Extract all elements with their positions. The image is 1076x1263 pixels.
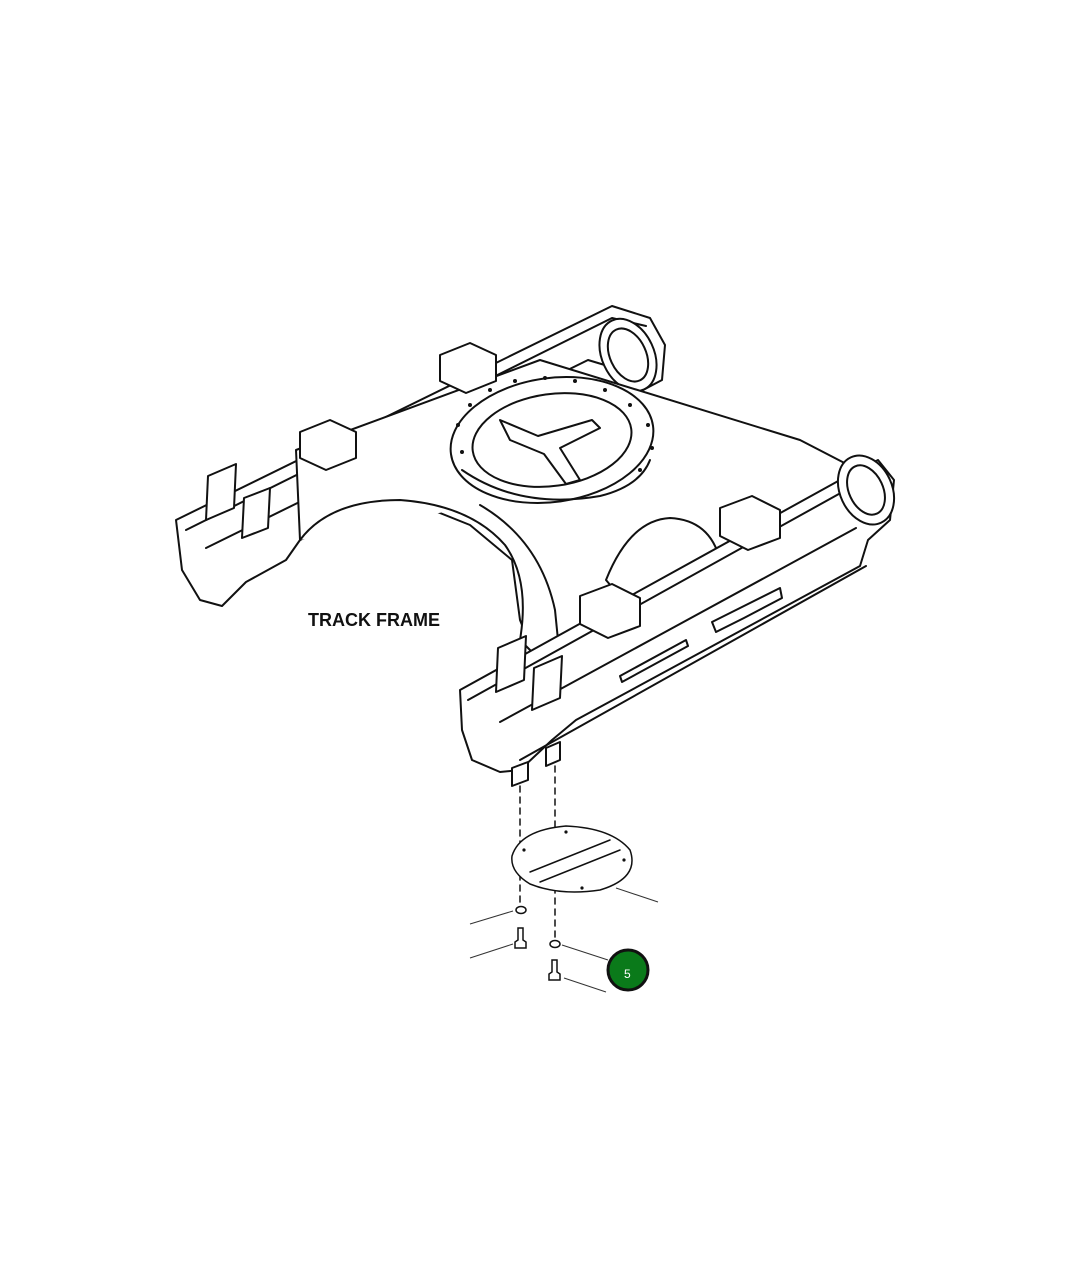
leader-cover-plate (615, 887, 659, 903)
cover-plate (511, 825, 633, 893)
left-idler-ring-inner (606, 327, 650, 383)
bolt-left (514, 927, 527, 949)
swing-bearing-inner (471, 392, 633, 488)
leader-lines (469, 887, 659, 993)
left-arch-cutout (299, 499, 561, 661)
washer-left (515, 905, 527, 915)
leader-washer-left (469, 910, 514, 925)
cover-plate-holes (522, 830, 626, 890)
track-guard-rack (711, 587, 783, 633)
right-idler-ring-inner (846, 464, 886, 516)
leader-bolt-right (563, 977, 607, 993)
step-slot (619, 639, 689, 683)
ring-bolt-holes (456, 376, 654, 472)
mount-boss-right (545, 741, 561, 767)
left-idler-ring (598, 317, 658, 393)
mount-boss-left (511, 761, 529, 787)
leader-bolt-left (469, 943, 514, 959)
roller-bracket-4 (719, 495, 781, 551)
right-side-frame (459, 459, 895, 773)
cover-plate-slot (529, 839, 621, 883)
center-cross-brace (499, 419, 601, 485)
callout-5-balloon[interactable] (606, 948, 650, 992)
leader-washer-right (561, 944, 609, 961)
washer-right (549, 939, 561, 949)
bolt-right (548, 959, 561, 981)
assembly-label: TRACK FRAME (308, 610, 440, 630)
left-end-plate-a (205, 463, 237, 521)
right-frame-bottom-edge (519, 565, 867, 761)
roller-bracket-3 (579, 583, 641, 639)
swing-bearing-base (461, 459, 651, 501)
exploded-parts (511, 765, 633, 981)
callout-5-number: 5 (624, 967, 631, 981)
right-end-plate-b (531, 655, 563, 711)
right-idler-ring (836, 454, 896, 526)
right-end-plate-a (495, 635, 527, 693)
left-end-plate-b (241, 487, 271, 539)
callout-5[interactable]: 5 (606, 948, 650, 992)
roller-bracket-2 (439, 342, 497, 394)
track-frame-drawing (175, 305, 896, 787)
roller-bracket-1 (299, 419, 357, 471)
